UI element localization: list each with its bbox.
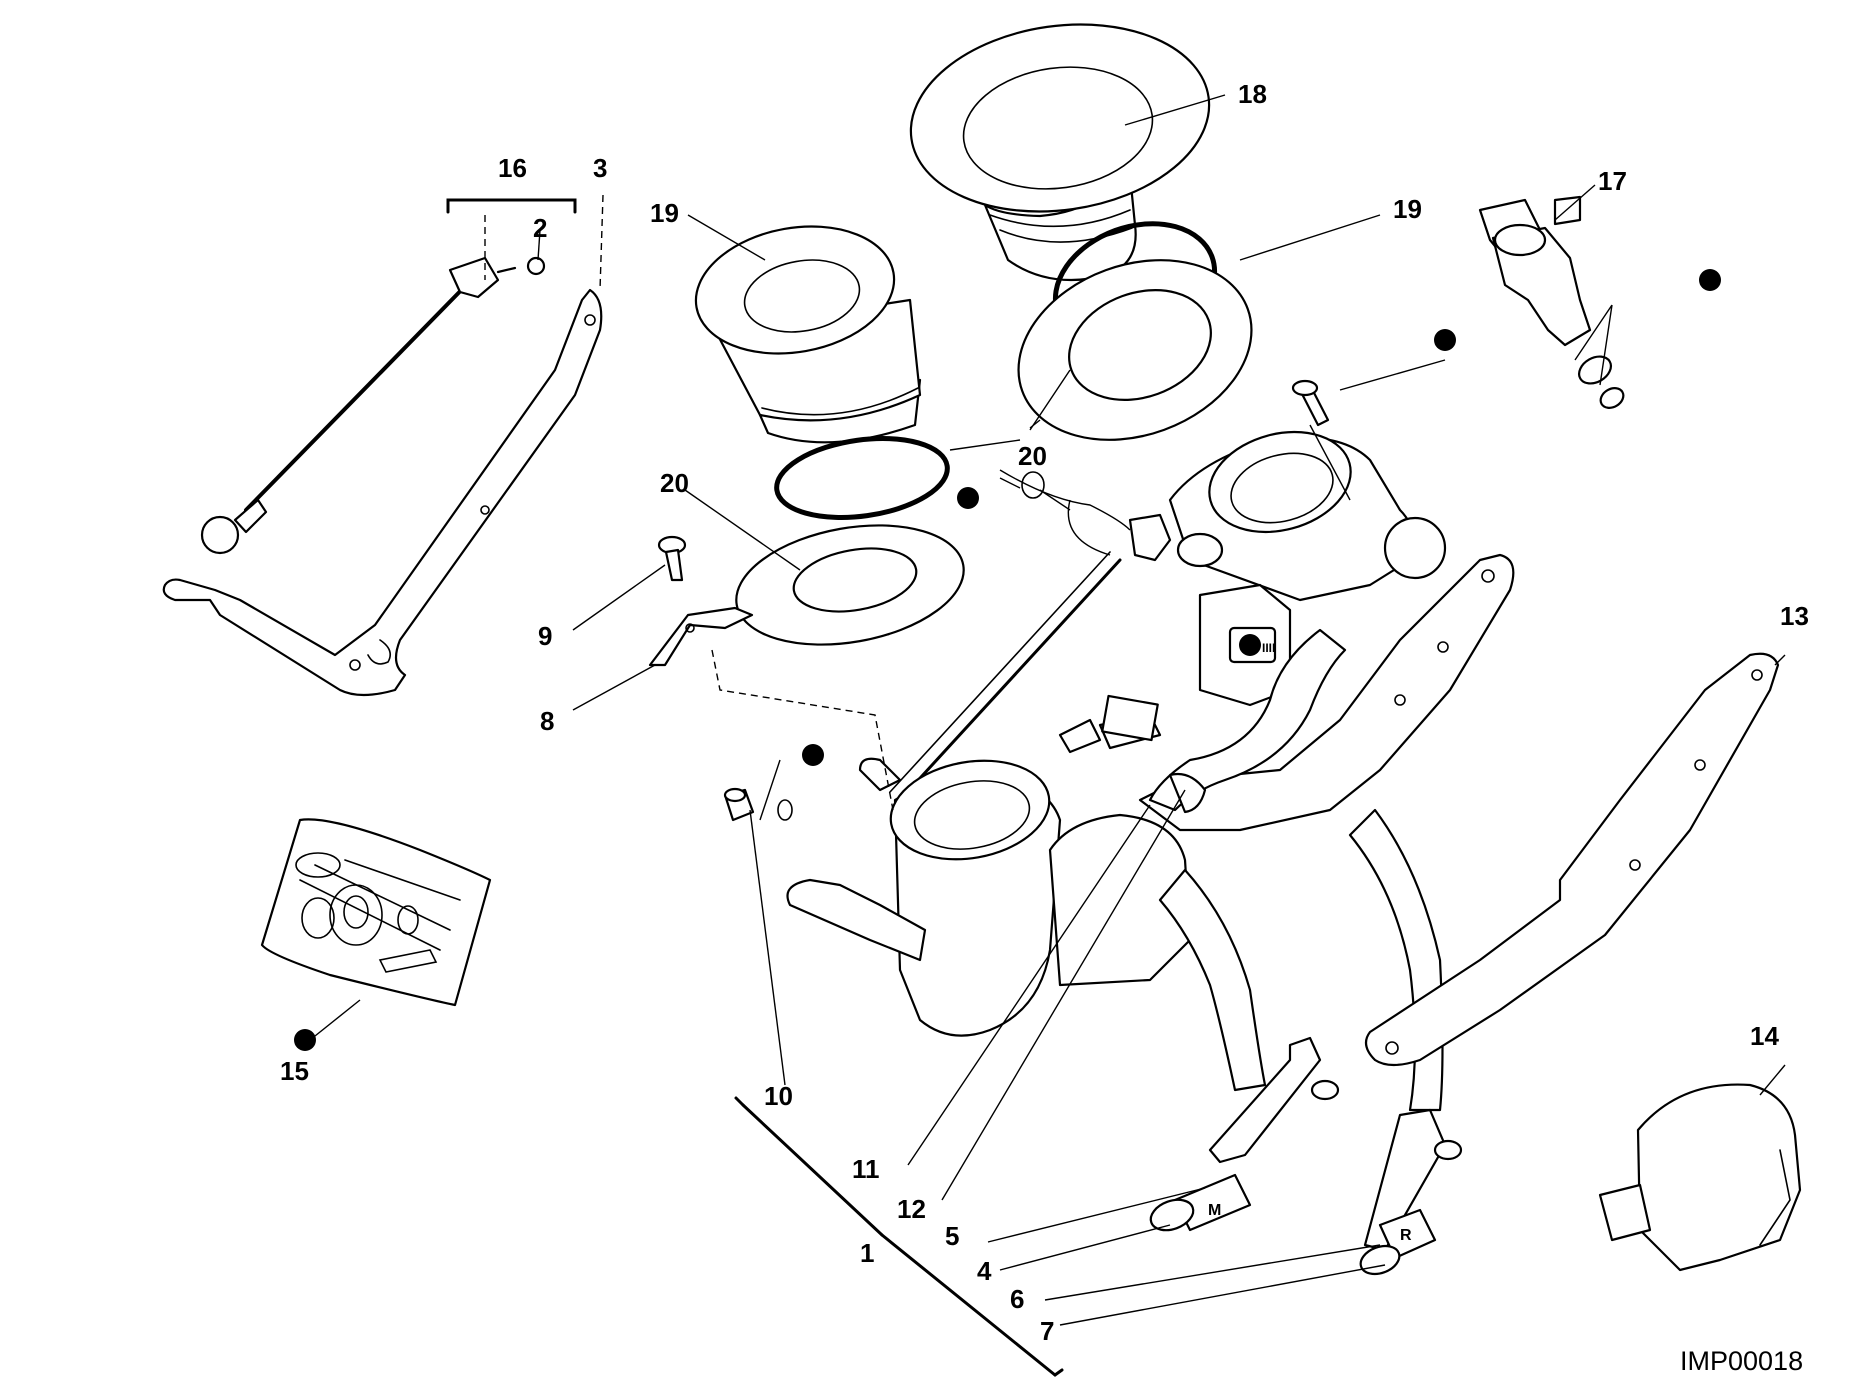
callout-12: 12 — [897, 1194, 926, 1224]
callout-10: 10 — [764, 1081, 793, 1111]
screw-9 — [657, 535, 687, 582]
callout-1: 1 — [860, 1238, 874, 1268]
retaining-clip-8 — [648, 606, 754, 667]
callout-20: 20 — [1018, 441, 1047, 471]
air-funnel-right — [909, 23, 1211, 282]
callout-4: 4 — [977, 1256, 992, 1286]
assembly-bracket-1 — [734, 1096, 1064, 1377]
seal-kit-15 — [260, 818, 492, 1007]
callout-18-left: 19 — [650, 198, 679, 228]
cover-14 — [1598, 1083, 1802, 1272]
callout-16: 16 — [498, 153, 527, 183]
callout-19-right: 19 — [1393, 194, 1422, 224]
air-funnel-left — [694, 225, 922, 444]
callout-labels: 18 19 19 20 20 17 16 3 2 9 8 10 11 12 1 … — [280, 79, 1809, 1346]
sensor-connector-marking: IIII — [1262, 641, 1275, 655]
callout-19-left: 20 — [660, 468, 689, 498]
leader-lines — [309, 94, 1786, 1326]
callout-15: 15 — [280, 1056, 309, 1086]
hose-marking-m: M — [1208, 1202, 1221, 1219]
throttle-body-assembly: IIII — [786, 379, 1515, 1112]
callout-9: 9 — [538, 621, 552, 651]
callout-8: 8 — [540, 706, 554, 736]
callout-7: 7 — [1040, 1316, 1054, 1346]
throttle-linkage-rod — [200, 256, 546, 555]
gasket-left — [735, 524, 965, 646]
fitting-10 — [723, 471, 1045, 822]
callout-13: 13 — [1780, 601, 1809, 631]
group-bracket-16 — [446, 198, 577, 214]
callout-11: 11 — [852, 1154, 880, 1184]
hose-pieces: M R — [1149, 1036, 1463, 1276]
callout-3: 3 — [593, 153, 607, 183]
not-included-markers — [294, 269, 1721, 1051]
callout-6: 6 — [1010, 1284, 1024, 1314]
support-frame-13 — [1364, 652, 1780, 1067]
o-ring-left — [774, 436, 950, 520]
injector-17 — [1478, 195, 1625, 409]
callout-2: 2 — [533, 213, 547, 243]
gasket-right — [1017, 259, 1253, 441]
callout-18-right: 18 — [1238, 79, 1267, 109]
callout-5: 5 — [945, 1221, 959, 1251]
drawing-reference-code: IMP00018 — [1680, 1346, 1803, 1376]
hose-marking-r: R — [1400, 1227, 1412, 1244]
callout-17: 17 — [1598, 166, 1627, 196]
callout-14: 14 — [1750, 1021, 1779, 1051]
throttle-bracket — [162, 288, 603, 697]
